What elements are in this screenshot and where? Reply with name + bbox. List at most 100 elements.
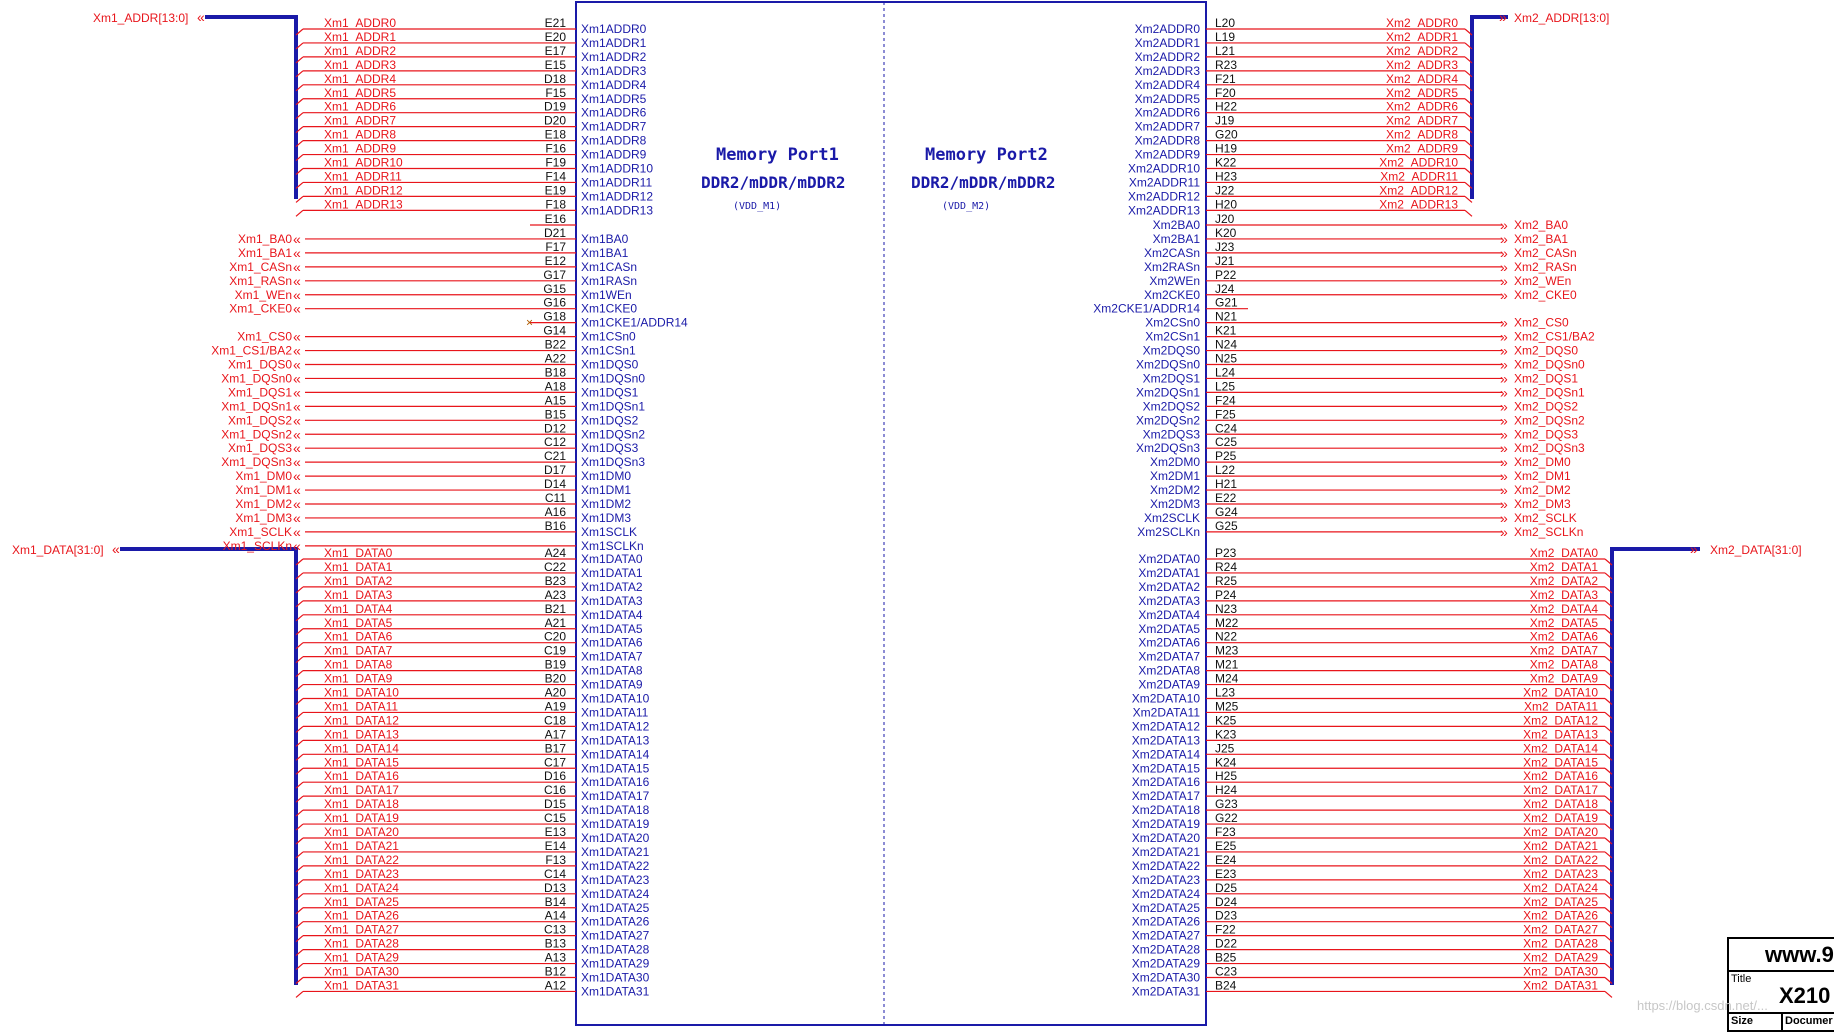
bus-entry bbox=[1464, 140, 1473, 148]
bus-entry bbox=[295, 642, 304, 650]
bus-entry bbox=[1604, 725, 1613, 733]
ball-id: C24 bbox=[1215, 421, 1237, 435]
pin-name: Xm2DATA0 bbox=[1138, 552, 1200, 566]
net-label: Xm1_DATA4 bbox=[324, 602, 393, 616]
net-label: Xm1_DATA17 bbox=[324, 783, 399, 797]
net-label: Xm1_DATA12 bbox=[324, 713, 399, 727]
ball-id: L23 bbox=[1215, 686, 1235, 700]
net-label: Xm2_ADDR2 bbox=[1386, 44, 1458, 58]
bus-entry bbox=[295, 767, 304, 775]
pin-name: Xm2DATA3 bbox=[1138, 594, 1200, 608]
net-label: Xm2_DATA13 bbox=[1523, 727, 1598, 741]
net-label: Xm1_DATA30 bbox=[324, 965, 399, 979]
net-label: Xm1_DATA8 bbox=[324, 658, 393, 672]
net-port-label: Xm1_DM1 bbox=[235, 483, 292, 497]
port-arrow-icon: « bbox=[293, 273, 301, 289]
bus-entry bbox=[295, 98, 304, 106]
pin-name: Xm2DATA16 bbox=[1132, 775, 1201, 789]
ball-id: C11 bbox=[545, 491, 566, 505]
bus-entry bbox=[295, 154, 304, 162]
pin-name: Xm2ADDR4 bbox=[1135, 78, 1201, 92]
net-label: Xm1_ADDR3 bbox=[324, 58, 396, 72]
bus-entry bbox=[1604, 628, 1613, 636]
net-port-label: Xm2_DQS2 bbox=[1514, 399, 1578, 413]
port-arrow-icon: « bbox=[293, 524, 301, 540]
pin-name: Xm1ADDR0 bbox=[581, 22, 647, 36]
pin-name: Xm1DATA26 bbox=[581, 915, 650, 929]
pin-name: Xm2DM3 bbox=[1150, 497, 1200, 511]
ball-id: N24 bbox=[1215, 338, 1237, 352]
net-port-label: Xm2_SCLKn bbox=[1514, 525, 1583, 539]
ball-id: N22 bbox=[1215, 630, 1237, 644]
net-label: Xm2_DATA16 bbox=[1523, 769, 1598, 783]
pin-name: Xm1DQSn3 bbox=[581, 455, 645, 469]
net-label: Xm2_DATA12 bbox=[1523, 713, 1598, 727]
ball-id: E14 bbox=[545, 839, 567, 853]
ball-id: D23 bbox=[1215, 909, 1237, 923]
port-arrow-icon: » bbox=[1500, 217, 1508, 233]
bus-entry bbox=[295, 112, 304, 120]
ball-id: D22 bbox=[1215, 937, 1237, 951]
pin-name: Xm1DQS0 bbox=[581, 358, 639, 372]
pin-name: Xm1WEn bbox=[581, 288, 632, 302]
pin-name: Xm2DATA8 bbox=[1138, 664, 1200, 678]
bus-entry bbox=[1604, 781, 1613, 789]
bus-entry bbox=[295, 823, 304, 831]
pin-name: Xm1DQSn0 bbox=[581, 371, 645, 385]
net-port-label: Xm1_SCLK bbox=[229, 525, 292, 539]
bus-entry bbox=[295, 935, 304, 943]
net-label: Xm2_DATA6 bbox=[1530, 630, 1599, 644]
net-port-label: Xm2_DM1 bbox=[1514, 469, 1571, 483]
bus-entry bbox=[295, 126, 304, 134]
net-port-label: Xm2_DQSn0 bbox=[1514, 358, 1585, 372]
ball-id: L20 bbox=[1215, 16, 1235, 30]
port2-title: Memory Port2 bbox=[925, 145, 1048, 165]
ball-id: B18 bbox=[545, 365, 567, 379]
bus-entry bbox=[295, 558, 304, 566]
chip-body bbox=[575, 1, 1207, 1026]
net-label: Xm2_DATA27 bbox=[1523, 923, 1598, 937]
bus-entry bbox=[1604, 642, 1613, 650]
port1-subtitle: DDR2/mDDR/mDDR2 bbox=[701, 173, 846, 192]
bus-entry bbox=[1464, 70, 1473, 78]
port-arrow-icon: » bbox=[1500, 398, 1508, 414]
net-port-label: Xm2_SCLK bbox=[1514, 511, 1577, 525]
no-connect-icon: × bbox=[526, 316, 533, 330]
pin-name: Xm1CKE1/ADDR14 bbox=[581, 316, 688, 330]
bus-entry bbox=[295, 907, 304, 915]
ball-id: P22 bbox=[1215, 268, 1237, 282]
net-label: Xm2_ADDR5 bbox=[1386, 86, 1458, 100]
pin-name: Xm2ADDR6 bbox=[1135, 106, 1201, 120]
ball-id: D14 bbox=[544, 477, 566, 491]
ball-id: N25 bbox=[1215, 352, 1237, 366]
net-label: Xm1_DATA9 bbox=[324, 672, 393, 686]
bus-entry bbox=[1604, 753, 1613, 761]
bus-entry bbox=[295, 628, 304, 636]
bus-entry bbox=[295, 711, 304, 719]
ball-id: J24 bbox=[1215, 282, 1235, 296]
port2-addr-bus: » Xm2_ADDR[13:0] bbox=[1470, 9, 1609, 199]
net-label: Xm2_DATA1 bbox=[1530, 560, 1599, 574]
bus-entry bbox=[1464, 56, 1473, 64]
ball-id: F19 bbox=[545, 156, 566, 170]
bus-entry bbox=[295, 865, 304, 873]
bus-entry bbox=[1464, 112, 1473, 120]
net-label: Xm2_DATA25 bbox=[1523, 895, 1598, 909]
net-port-label: Xm2_CKE0 bbox=[1514, 288, 1577, 302]
port-arrow-icon: « bbox=[293, 329, 301, 345]
net-port-label: Xm1_DM0 bbox=[235, 469, 292, 483]
pin-name: Xm2DM1 bbox=[1150, 469, 1200, 483]
bus-entry bbox=[1604, 711, 1613, 719]
ball-id: E23 bbox=[1215, 867, 1237, 881]
pin-name: Xm2DATA12 bbox=[1132, 719, 1201, 733]
net-label: Xm1_DATA3 bbox=[324, 588, 393, 602]
net-label: Xm1_ADDR8 bbox=[324, 128, 396, 142]
port-arrow-icon: « bbox=[293, 440, 301, 456]
ball-id: F16 bbox=[545, 142, 566, 156]
net-port-label: Xm2_DQS0 bbox=[1514, 344, 1578, 358]
ball-id: L19 bbox=[1215, 30, 1235, 44]
port-arrow-icon: « bbox=[293, 343, 301, 359]
ball-id: G14 bbox=[543, 324, 566, 338]
pin-name: Xm2DATA24 bbox=[1132, 887, 1201, 901]
